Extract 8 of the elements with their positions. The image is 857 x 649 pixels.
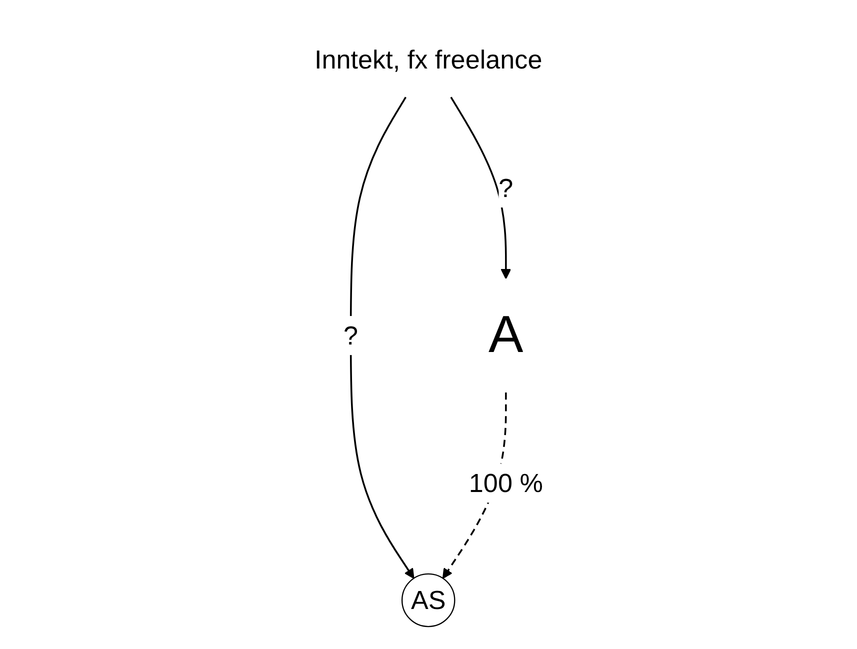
edge-label: ?: [344, 320, 358, 350]
edge-label: ?: [498, 173, 514, 203]
arrow: [450, 96, 512, 280]
edge-label: 100 %: [469, 468, 544, 498]
node-circle: AS: [402, 573, 456, 628]
arrow: [350, 96, 414, 579]
node-text: Inntekt, fx freelance: [314, 45, 542, 75]
node-text: A: [488, 306, 524, 364]
